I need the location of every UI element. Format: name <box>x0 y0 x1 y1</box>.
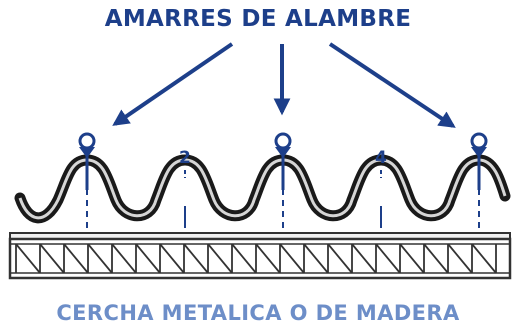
truss-diagonal <box>303 243 329 274</box>
arrow-left-icon <box>112 42 234 126</box>
truss <box>8 232 512 280</box>
wire-tie-icon <box>78 132 96 190</box>
truss-diagonal <box>447 243 473 274</box>
truss-diagonal <box>15 243 41 274</box>
crest-guides <box>86 178 480 230</box>
truss-diagonal <box>159 243 185 274</box>
truss-diagonal <box>39 243 65 274</box>
truss-diagonal <box>423 243 449 274</box>
truss-diagonal <box>279 243 305 274</box>
truss-diagonal <box>351 243 377 274</box>
diagram-title: AMARRES DE ALAMBRE <box>104 6 412 32</box>
wire-tie-icon <box>470 132 488 190</box>
corrugated-sheet <box>14 154 511 224</box>
crest-label-4: 4 <box>375 148 387 168</box>
valley-guides <box>184 170 382 228</box>
truss-diagonal <box>135 243 161 274</box>
truss-diagonal <box>399 243 425 274</box>
diagram-caption: CERCHA METALICA O DE MADERA <box>56 301 460 325</box>
truss-diagonal <box>231 243 257 274</box>
truss-diagonal <box>327 243 353 274</box>
truss-diagonal <box>255 243 281 274</box>
truss-diagonal <box>183 243 209 274</box>
truss-diagonal <box>471 243 497 274</box>
arrow-right-icon <box>328 42 456 128</box>
truss-diagonal <box>63 243 89 274</box>
truss-diagonal <box>207 243 233 274</box>
crest-label-2: 2 <box>179 148 191 168</box>
truss-diagonal <box>87 243 113 274</box>
wire-tie-icon <box>274 132 292 190</box>
truss-diagonal <box>375 243 401 274</box>
truss-diagonal <box>111 243 137 274</box>
